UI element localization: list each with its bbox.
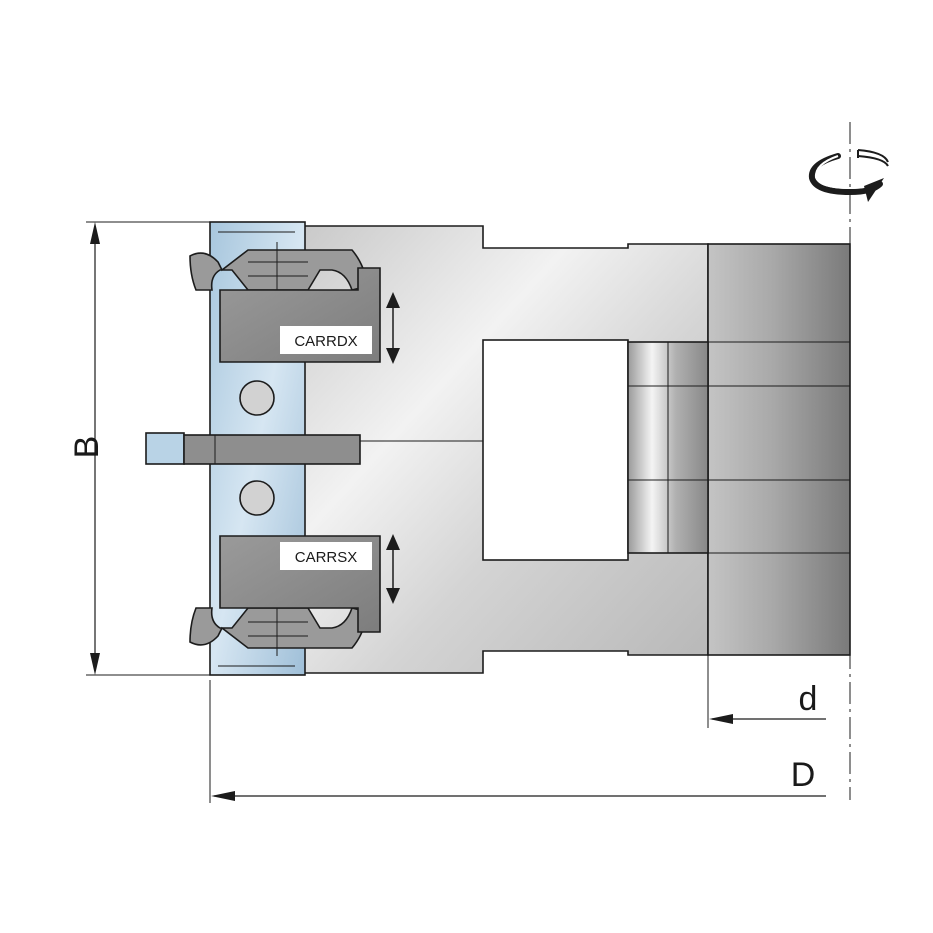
- dimension-b-label: B: [68, 436, 106, 459]
- upper-carrier-label: CARRDX: [294, 333, 357, 350]
- dimension-big-d-label: D: [791, 756, 816, 794]
- key-tip: [145, 432, 185, 465]
- hub-section: [707, 243, 851, 656]
- pin-hole-upper: [239, 380, 275, 416]
- upper-adjust-arrow: [386, 292, 400, 364]
- lower-carrier-label: CARRSX: [295, 549, 358, 566]
- upper-profile-knife: [189, 249, 369, 291]
- pin-hole-lower: [239, 480, 275, 516]
- body-window: [482, 339, 629, 561]
- rotation-direction-icon: [808, 149, 889, 202]
- lower-profile-knife: [189, 607, 369, 649]
- key-bar: [183, 434, 361, 465]
- lower-adjust-arrow: [386, 534, 400, 604]
- upper-carrier-label-box: [280, 326, 372, 354]
- lower-carrier-label-box: [280, 542, 372, 570]
- dimension-d-label: d: [799, 680, 818, 718]
